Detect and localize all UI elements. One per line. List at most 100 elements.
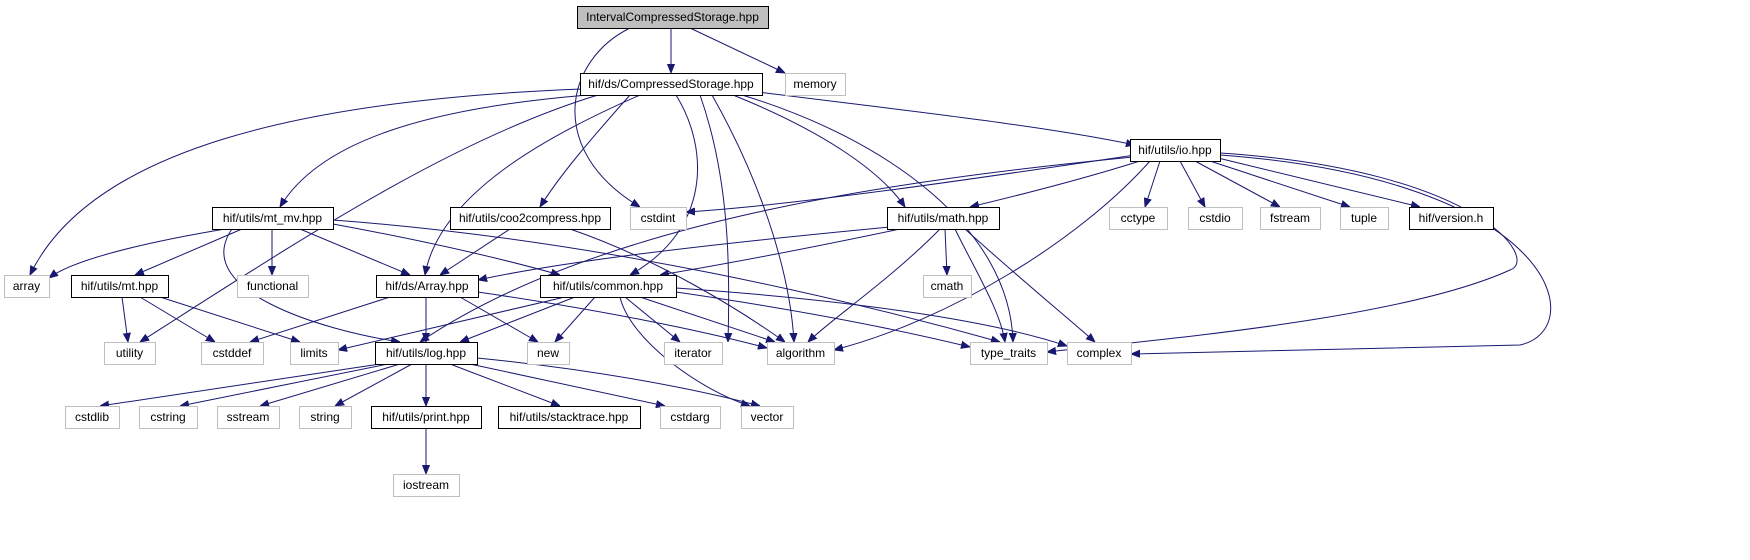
node-cctype-box — [1109, 207, 1168, 230]
node-version[interactable]: hif/version.h — [1409, 207, 1494, 230]
node-functional-label: functional — [247, 279, 298, 293]
edge-cs-to-dsarray — [425, 94, 641, 275]
nodes: IntervalCompressedStorage.hpp hif/ds/Comp… — [4, 6, 1494, 497]
node-typetraits: type_traits — [970, 342, 1048, 365]
node-sstream-label: sstream — [227, 410, 270, 424]
edges — [30, 27, 1552, 474]
edge-common-to-log — [460, 296, 576, 342]
node-iterator: iterator — [664, 342, 723, 365]
edge-io-to-version — [1217, 157, 1420, 207]
edge-cs-to-typetraits — [741, 94, 1013, 342]
node-algorithm-box — [767, 342, 835, 365]
edge-common-to-limits — [338, 296, 566, 350]
edge-log-to-cstring — [180, 363, 389, 406]
node-iterator-label: iterator — [674, 346, 711, 360]
edge-math-to-algorithm — [808, 228, 941, 342]
node-ics-label: IntervalCompressedStorage.hpp — [586, 10, 759, 24]
edge-io-to-algorithm — [834, 160, 1151, 350]
node-print-label: hif/utils/print.hpp — [382, 410, 470, 424]
node-iostream: iostream — [393, 474, 460, 497]
node-mt-label: hif/utils/mt.hpp — [81, 279, 159, 293]
edge-common-to-new — [555, 296, 596, 342]
edge-mt-to-utility — [121, 296, 128, 342]
node-stacktrace[interactable]: hif/utils/stacktrace.hpp — [498, 406, 641, 429]
node-fstream: fstream — [1260, 207, 1321, 230]
node-cstdint-box — [630, 207, 687, 230]
node-coo2-box — [450, 207, 611, 230]
node-cstdint-label: cstdint — [641, 211, 676, 225]
node-new-box — [527, 342, 570, 365]
edge-io-to-complex — [1131, 154, 1552, 354]
node-cstdlib-box — [65, 406, 120, 429]
edge-dsarray-to-cstddef — [250, 296, 391, 342]
edge-mt-to-limits — [159, 296, 300, 342]
node-math-box — [887, 207, 1000, 230]
edge-log-to-string — [335, 363, 413, 406]
node-limits: limits — [290, 342, 339, 365]
edge-cs-to-io — [757, 91, 1135, 145]
node-cstddef: cstddef — [201, 342, 264, 365]
node-mt-box — [71, 275, 169, 298]
node-dsarray[interactable]: hif/ds/Array.hpp — [376, 275, 479, 298]
node-limits-label: limits — [300, 346, 327, 360]
node-log-box — [375, 342, 478, 365]
edge-math-to-cmath — [945, 228, 947, 275]
node-vector-label: vector — [751, 410, 784, 424]
edge-cs-to-math — [732, 94, 905, 207]
node-common[interactable]: hif/utils/common.hpp — [540, 275, 677, 298]
node-cctype: cctype — [1109, 207, 1168, 230]
edge-io-to-typetraits — [1047, 152, 1518, 352]
node-vector: vector — [741, 406, 794, 429]
node-new-label: new — [537, 346, 559, 360]
node-algorithm-label: algorithm — [776, 346, 825, 360]
node-ics[interactable]: IntervalCompressedStorage.hpp — [577, 6, 769, 29]
node-algorithm: algorithm — [767, 342, 835, 365]
node-cstdio: cstdio — [1188, 207, 1243, 230]
node-math[interactable]: hif/utils/math.hpp — [887, 207, 1000, 230]
edge-ics-to-memory — [689, 27, 785, 73]
node-cstdio-box — [1188, 207, 1243, 230]
node-iostream-box — [393, 474, 460, 497]
node-mtmv[interactable]: hif/utils/mt_mv.hpp — [212, 207, 334, 230]
node-typetraits-box — [970, 342, 1048, 365]
node-utility-label: utility — [116, 346, 143, 360]
node-iostream-label: iostream — [403, 478, 449, 492]
node-complex-label: complex — [1077, 346, 1122, 360]
node-stacktrace-label: hif/utils/stacktrace.hpp — [510, 410, 629, 424]
edge-mtmv-to-mt — [135, 228, 243, 275]
node-fstream-box — [1260, 207, 1321, 230]
node-complex: complex — [1067, 342, 1132, 365]
edge-io-to-log — [420, 156, 1134, 342]
node-stacktrace-box — [498, 406, 641, 429]
edge-io-to-tuple — [1209, 160, 1350, 207]
edge-log-to-cstdarg — [469, 363, 665, 406]
node-string-box — [299, 406, 352, 429]
node-new: new — [527, 342, 570, 365]
node-version-label: hif/version.h — [1419, 211, 1484, 225]
node-array: array — [4, 275, 50, 298]
node-cstdarg: cstdarg — [660, 406, 721, 429]
node-io[interactable]: hif/utils/io.hpp — [1130, 139, 1221, 162]
edge-mtmv-to-log — [223, 228, 400, 342]
edge-io-to-cstdint — [686, 154, 1136, 212]
node-coo2[interactable]: hif/utils/coo2compress.hpp — [450, 207, 611, 230]
node-print[interactable]: hif/utils/print.hpp — [371, 406, 482, 429]
node-cs[interactable]: hif/ds/CompressedStorage.hpp — [580, 73, 763, 96]
node-functional-box — [237, 275, 309, 298]
edge-mtmv-to-typetraits — [332, 219, 1000, 342]
node-cstring-label: cstring — [150, 410, 185, 424]
node-mt[interactable]: hif/utils/mt.hpp — [71, 275, 169, 298]
node-complex-box — [1067, 342, 1132, 365]
node-cmath: cmath — [923, 275, 972, 298]
node-array-label: array — [13, 279, 40, 293]
edge-common-to-complex — [675, 287, 1067, 346]
node-log[interactable]: hif/utils/log.hpp — [375, 342, 478, 365]
node-common-box — [540, 275, 677, 298]
edge-math-to-dsarray — [478, 226, 891, 280]
node-cmath-box — [923, 275, 972, 298]
node-functional: functional — [237, 275, 309, 298]
node-cstdlib-label: cstdlib — [75, 410, 109, 424]
edge-coo2-to-dsarray — [440, 228, 511, 275]
node-fstream-label: fstream — [1270, 211, 1310, 225]
edge-cs-to-iterator — [699, 94, 729, 342]
